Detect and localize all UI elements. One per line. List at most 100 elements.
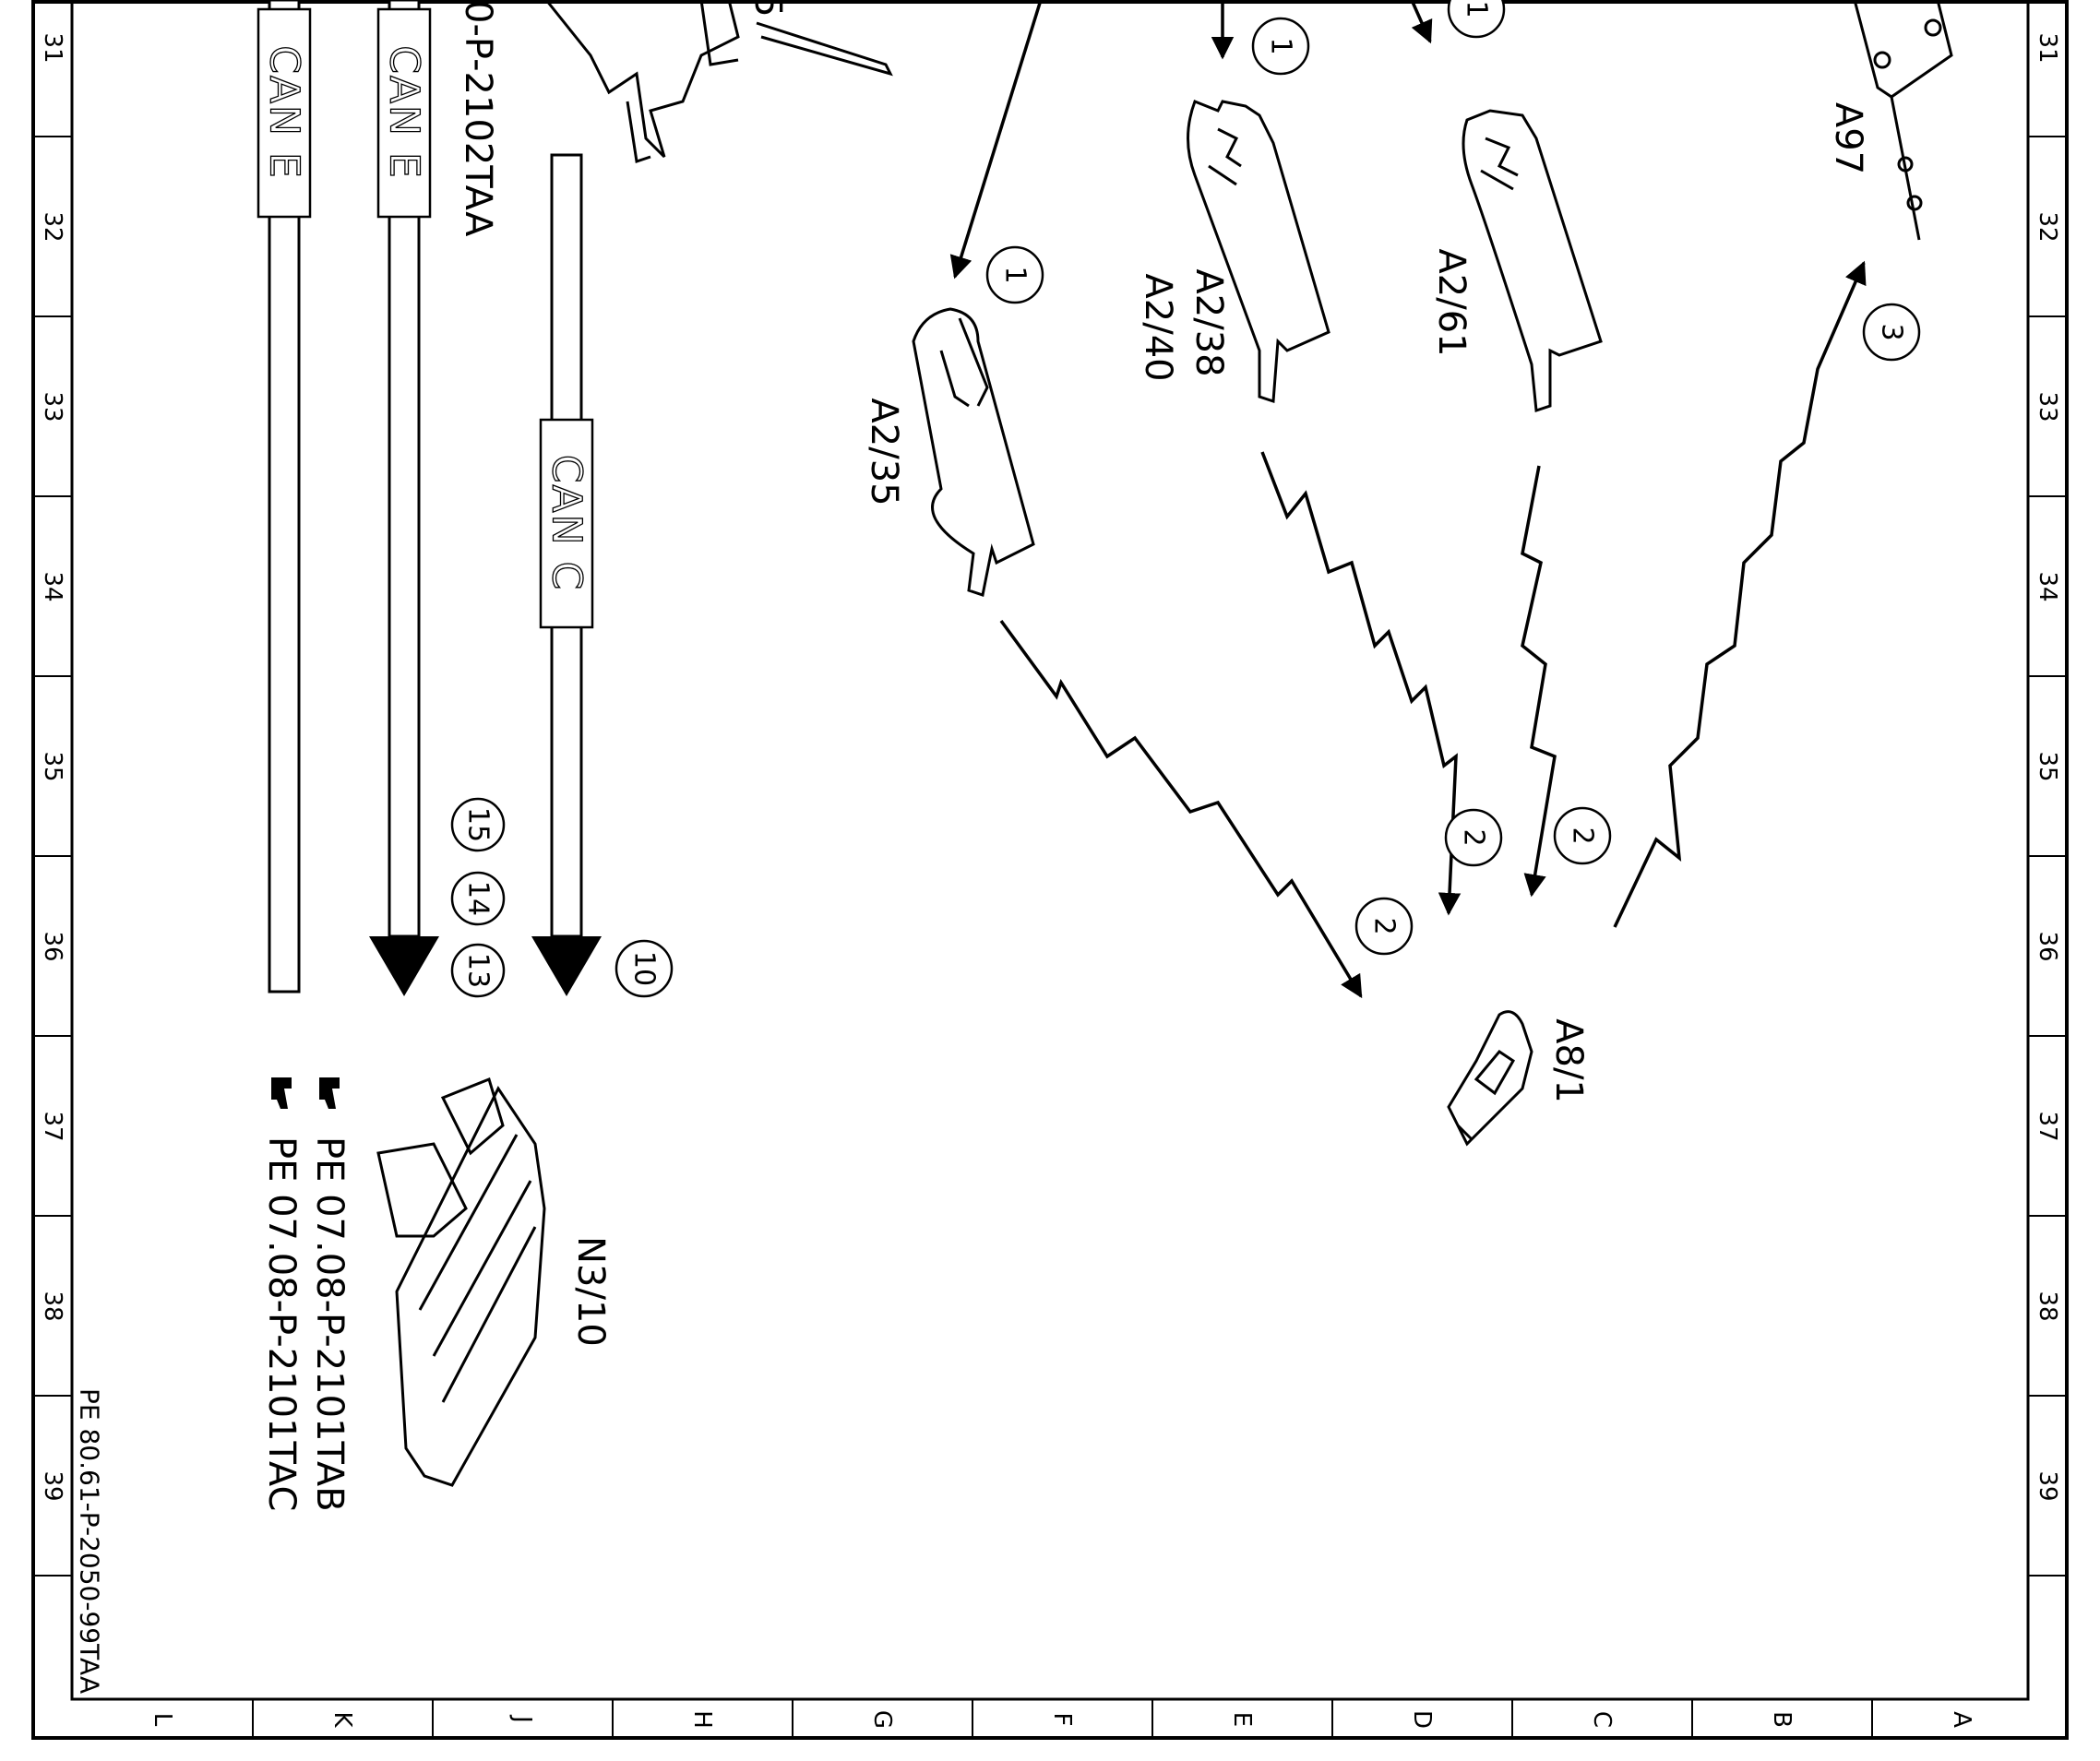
- column-label: H: [688, 1710, 716, 1729]
- can-c-label-box: [539, 418, 594, 629]
- circle-15: 15: [450, 797, 506, 852]
- can-bus-e-2: CAN E: [369, 0, 439, 996]
- row-label: 33: [2034, 391, 2061, 422]
- a2-38-label: A2/38: [1187, 268, 1230, 376]
- svg-text:3: 3: [1876, 323, 1908, 340]
- circle-1: 1: [1447, 0, 1506, 39]
- row-tick-marks: [33, 136, 2067, 1577]
- column-label: E: [1228, 1712, 1256, 1727]
- svg-text:1: 1: [999, 266, 1032, 283]
- svg-text:2: 2: [1567, 827, 1599, 844]
- pe-reference-1: PE 07.08-P-2101TAB: [308, 1136, 351, 1512]
- a97-label: A97: [1827, 102, 1869, 174]
- row-label: 38: [2034, 1291, 2061, 1321]
- circle-1: 1: [985, 245, 1044, 304]
- row-label: 38: [39, 1291, 66, 1321]
- row-label: 31: [2034, 32, 2061, 63]
- a2-61-component-icon: [1462, 109, 1603, 413]
- row-label: 36: [39, 931, 66, 961]
- row-label: 31: [39, 32, 66, 63]
- column-label: B: [1768, 1711, 1796, 1728]
- pe-reference-2: PE 07.08-P-2101TAC: [260, 1136, 303, 1511]
- column-label: C: [1588, 1711, 1616, 1728]
- circle-2: 2: [1553, 806, 1612, 865]
- row-labels-left: 31 32 33 34 35 36 37 38 39: [39, 32, 66, 1501]
- row-label: 36: [2034, 931, 2061, 961]
- can-bus-e-1: CAN E: [257, 0, 312, 994]
- circle-13: 13: [450, 943, 506, 998]
- signal-circle-numbers: 1 1 1 2 2 2 3: [985, 0, 1921, 956]
- column-label: J: [508, 1714, 536, 1723]
- column-label: L: [149, 1713, 176, 1727]
- signal-arrows: [949, 0, 1433, 280]
- row-label: 35: [2034, 751, 2061, 781]
- column-labels: L K J H G F E D C B A: [149, 1710, 1975, 1729]
- svg-text:1: 1: [1461, 0, 1493, 18]
- wireless-signals: [999, 260, 1867, 999]
- column-label: A: [1948, 1711, 1975, 1728]
- svg-text:1: 1: [1265, 37, 1297, 54]
- can-e-label: CAN E: [381, 45, 428, 180]
- svg-text:2: 2: [1458, 828, 1490, 846]
- top-number: 5: [746, 0, 789, 18]
- svg-text:13: 13: [462, 953, 495, 988]
- signal-zigzag: [999, 619, 1363, 999]
- svg-text:15: 15: [462, 807, 495, 842]
- document-id: PE 80.61-P-2050-99TAA: [75, 1388, 105, 1694]
- circle-10: 10: [614, 939, 674, 998]
- column-label: D: [1408, 1710, 1436, 1729]
- svg-text:10: 10: [628, 951, 661, 986]
- n3-10-label: N3/10: [569, 1236, 612, 1347]
- top-reference: 0-P-2102TAA: [457, 0, 499, 237]
- a2-38-component-icon: [1187, 100, 1330, 404]
- pointing-hand-icon: [271, 1077, 292, 1109]
- row-label: 32: [39, 211, 66, 242]
- svg-text:2: 2: [1368, 917, 1401, 934]
- a8-1-key-icon: [1447, 1010, 1533, 1147]
- row-label: 34: [2034, 571, 2061, 601]
- n3-10-control-unit-icon: [376, 1077, 546, 1487]
- row-label: 34: [39, 571, 66, 601]
- row-label: 32: [2034, 211, 2061, 242]
- row-labels-right: 31 32 33 34 35 36 37 38 39: [2034, 32, 2061, 1501]
- row-label: 37: [39, 1111, 66, 1141]
- pointing-hand-icon: [319, 1077, 340, 1109]
- a97-component-icon: [1853, 0, 1953, 241]
- column-label: G: [868, 1710, 896, 1729]
- a2-40-label: A2/40: [1137, 273, 1179, 381]
- bus-circle-numbers: 15 14 13 10: [450, 797, 674, 998]
- a2-35-component-icon: [912, 307, 1035, 597]
- can-bus-c: CAN C: [531, 153, 602, 996]
- arrow-to-a2-61: [1410, 0, 1433, 44]
- signal-zigzag: [1613, 260, 1867, 928]
- top-partial-component: [544, 0, 893, 163]
- circle-2: 2: [1444, 808, 1503, 867]
- column-label: F: [1048, 1713, 1076, 1727]
- row-label: 35: [39, 751, 66, 781]
- circle-3: 3: [1862, 303, 1921, 362]
- a8-1-label: A8/1: [1547, 1018, 1590, 1103]
- signal-zigzag: [1260, 451, 1462, 916]
- svg-text:14: 14: [462, 881, 495, 916]
- can-e-label-box: [376, 7, 432, 219]
- circle-14: 14: [450, 871, 506, 926]
- can-c-label: CAN C: [543, 455, 591, 591]
- row-label: 37: [2034, 1111, 2061, 1141]
- column-tick-marks: [252, 1699, 1873, 1738]
- row-label: 39: [2034, 1470, 2061, 1501]
- inner-frame: [70, 0, 2030, 1701]
- can-e-label: CAN E: [261, 45, 308, 180]
- row-label: 33: [39, 391, 66, 422]
- column-label: K: [328, 1711, 356, 1728]
- circle-2: 2: [1354, 897, 1414, 956]
- arrow-down-icon: [369, 936, 439, 996]
- row-label: 39: [39, 1470, 66, 1501]
- signal-zigzag: [1521, 465, 1557, 898]
- can-e-label-box: [257, 7, 312, 219]
- circle-1: 1: [1251, 17, 1310, 76]
- arrow-down-icon: [531, 936, 602, 996]
- a2-61-label: A2/61: [1430, 248, 1473, 356]
- a2-35-label: A2/35: [863, 398, 905, 506]
